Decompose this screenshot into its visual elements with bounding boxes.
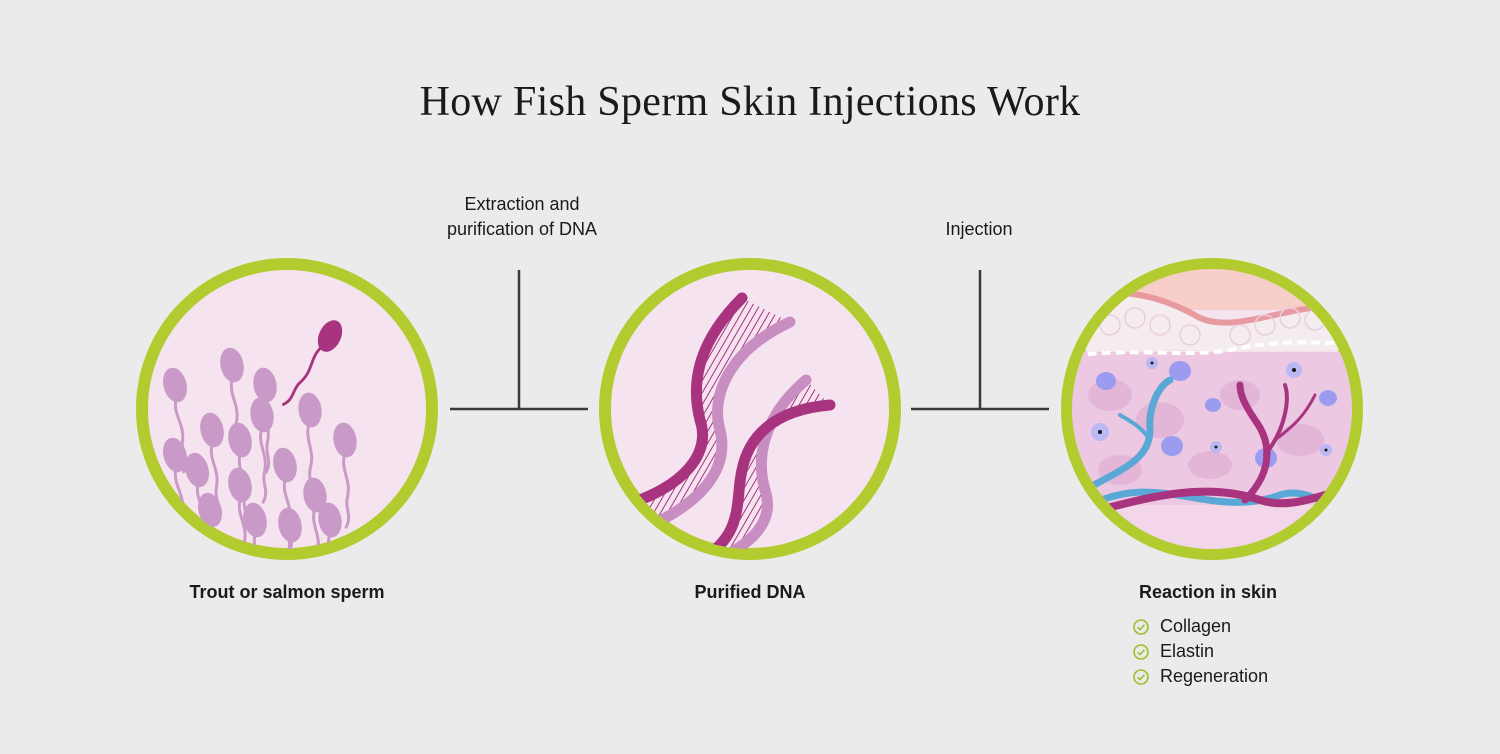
benefit-label: Collagen (1160, 616, 1232, 636)
check-circle-icon (1133, 618, 1149, 635)
benefit-item: Collagen (1132, 614, 1268, 639)
diagram-title: How Fish Sperm Skin Injections Work (419, 79, 1081, 125)
skin-illustration (1061, 258, 1363, 560)
caption-sperm: Trout or salmon sperm (189, 582, 385, 602)
transition-label-line: Extraction and (464, 194, 580, 214)
benefit-label: Elastin (1160, 641, 1215, 661)
check-circle-icon (1133, 643, 1149, 660)
caption-skin-reaction: Reaction in skin (1138, 582, 1278, 602)
caption-dna: Purified DNA (694, 582, 806, 602)
transition-label-line: purification of DNA (446, 219, 598, 239)
sperm-illustration (136, 258, 438, 560)
transition-label-extraction: Extraction and purification of DNA (402, 192, 642, 242)
benefit-item: Elastin (1132, 639, 1268, 664)
transition-label-injection: Injection (879, 217, 1079, 242)
connector-extraction (450, 270, 588, 411)
benefit-label: Regeneration (1160, 666, 1269, 686)
connector-injection (911, 270, 1049, 411)
check-circle-icon (1133, 668, 1149, 685)
dna-illustration (599, 258, 901, 560)
benefits-list: Collagen Elastin Regeneration (1132, 614, 1268, 689)
transition-label-line: Injection (945, 219, 1013, 239)
benefit-item: Regeneration (1132, 664, 1268, 689)
